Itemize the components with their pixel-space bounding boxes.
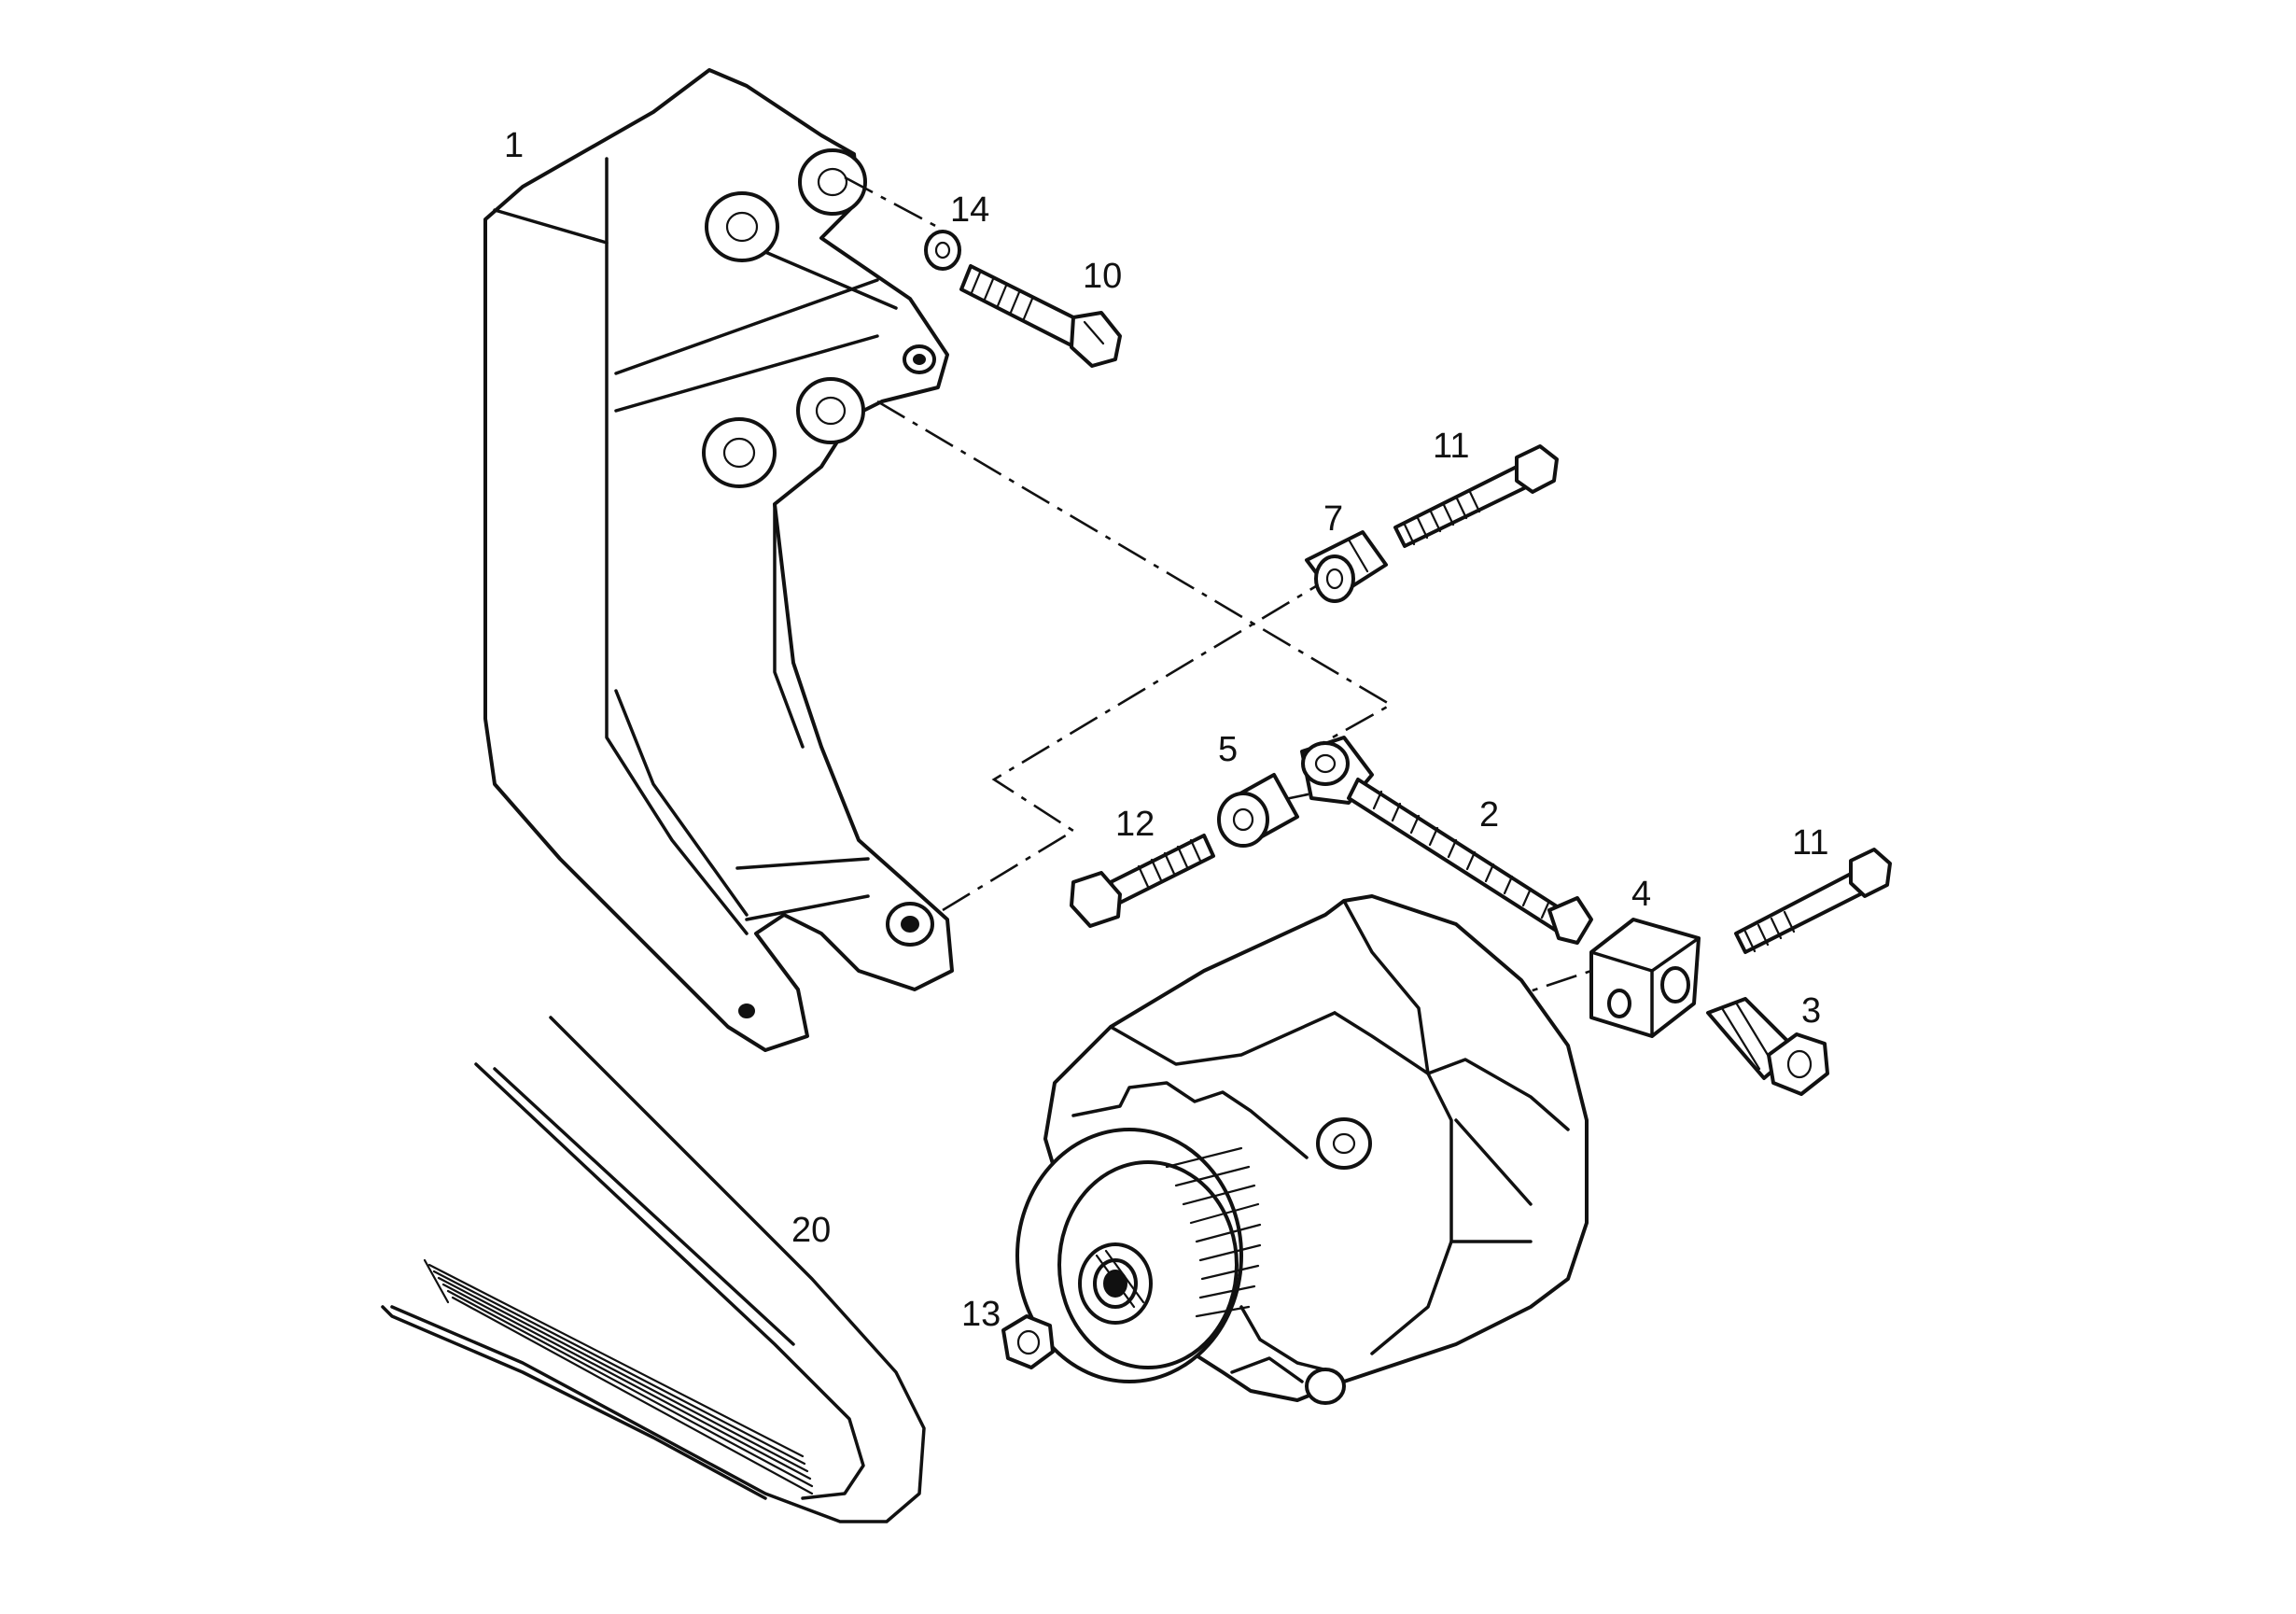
callout-10: 10 [1083, 257, 1122, 296]
callout-1: 1 [504, 126, 524, 165]
callout-5: 5 [1218, 730, 1238, 769]
mounting-bracket [483, 68, 954, 1052]
callout-20: 20 [791, 1211, 831, 1250]
callout-11-lower: 11 [1792, 823, 1828, 863]
bolt-11-lower [1734, 848, 1892, 954]
poly-v-belt-20 [381, 1016, 926, 1523]
adjusting-block-4 [1589, 918, 1701, 1038]
callout-14: 14 [950, 190, 989, 230]
spacer-5 [1217, 773, 1299, 848]
bolt-11-upper [1393, 444, 1559, 548]
callout-7: 7 [1323, 499, 1343, 539]
callout-3: 3 [1801, 991, 1821, 1031]
callout-2: 2 [1479, 795, 1499, 835]
washer-14 [924, 230, 961, 271]
callout-4: 4 [1631, 875, 1651, 914]
alternator [1015, 894, 1589, 1405]
nut-3 [1706, 997, 1829, 1096]
nut-13 [1001, 1314, 1055, 1369]
callout-12: 12 [1115, 805, 1155, 844]
callout-11-upper: 11 [1433, 427, 1469, 466]
sleeve-7 [1305, 530, 1388, 603]
adjusting-rod-2 [1300, 736, 1593, 945]
bolt-10 [959, 264, 1122, 368]
callout-13: 13 [961, 1295, 1001, 1334]
bolt-12 [1070, 834, 1215, 928]
